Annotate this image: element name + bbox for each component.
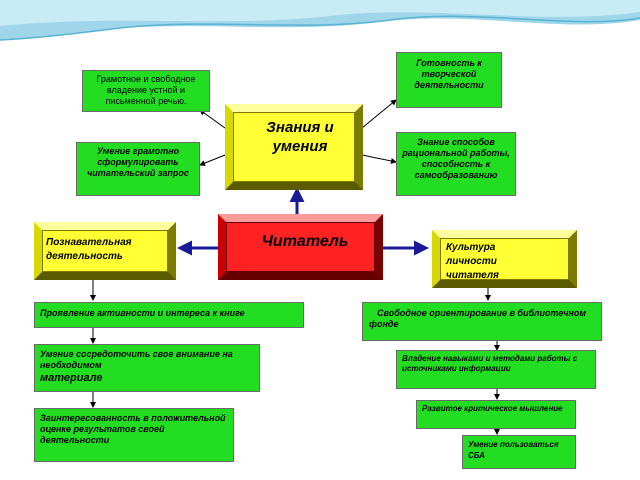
- activity-interest-text: Проявление активности и интереса к книге: [40, 308, 245, 318]
- sba-usage-box: Умение пользоваться СБА: [462, 435, 576, 469]
- library-orientation-box: Свободное ориентирование в библиотечном …: [362, 302, 602, 341]
- arrow-knowledge-to-speech: [199, 109, 226, 129]
- arrow-knowledge-to-methods: [361, 154, 397, 164]
- library-orientation-text: Свободное ориентирование в библиотечном …: [369, 308, 587, 329]
- reader-center-label: Читатель: [261, 233, 349, 250]
- focus-attention-box: Умение сосредоточить свое внимание на не…: [34, 344, 260, 392]
- rational-methods-text: Знание способов рациональной работы, спо…: [402, 137, 510, 180]
- info-sources-box: Владение навыками и методами работы с ис…: [396, 350, 596, 389]
- knowledge-skills-label: Знания и умения: [266, 119, 334, 155]
- creative-readiness-text: Готовность к творческой деятельности: [414, 58, 484, 90]
- reader-center-box: Читатель: [218, 214, 383, 280]
- cognitive-activity-label: Познавательная деятельность: [46, 237, 132, 262]
- critical-thinking-box: Развитое критическое мышление: [416, 400, 576, 429]
- critical-thinking-text: Развитое критическое мышление: [422, 404, 563, 413]
- activity-interest-box: Проявление активности и интереса к книге: [34, 302, 304, 328]
- arrow-knowledge-to-query: [199, 154, 226, 166]
- background-wave: [0, 0, 640, 41]
- speech-skills-box: Грамотное и свободное владение устной и …: [82, 70, 210, 112]
- self-evaluation-text: Заинтересованность в положительной оценк…: [40, 413, 226, 445]
- rational-methods-box: Знание способов рациональной работы, спо…: [396, 132, 516, 196]
- creative-readiness-box: Готовность к творческой деятельности: [396, 52, 502, 108]
- arrow-knowledge-to-creative: [361, 99, 397, 129]
- reader-culture-box: Культура личности читателя: [432, 230, 577, 288]
- focus-attention-text: Умение сосредоточить свое внимание на не…: [40, 349, 233, 370]
- query-skills-text: Умение грамотно сформулировать читательс…: [87, 146, 189, 178]
- speech-skills-text: Грамотное и свободное владение устной и …: [96, 74, 196, 106]
- focus-attention-text-2: материале: [40, 372, 103, 384]
- query-skills-box: Умение грамотно сформулировать читательс…: [76, 142, 200, 196]
- reader-culture-label: Культура личности читателя: [446, 242, 499, 281]
- info-sources-text: Владение навыками и методами работы с ис…: [402, 354, 578, 373]
- self-evaluation-box: Заинтересованность в положительной оценк…: [34, 408, 234, 462]
- sba-usage-text: Умение пользоваться СБА: [468, 440, 559, 460]
- knowledge-skills-box: Знания и умения: [225, 104, 363, 190]
- cognitive-activity-box: Познавательная деятельность: [34, 222, 176, 280]
